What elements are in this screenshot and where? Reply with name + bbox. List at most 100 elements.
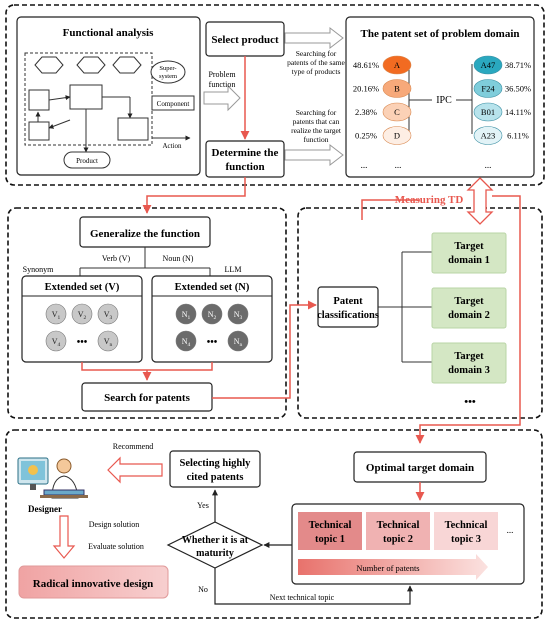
- word-label: N2: [208, 310, 217, 321]
- svg-text:Whether it is at: Whether it is at: [182, 535, 249, 546]
- svg-text:maturity: maturity: [196, 548, 234, 559]
- search-to-classification-arrow: [212, 300, 317, 399]
- ipc-class-node: [382, 126, 412, 145]
- ipc-class-node: [382, 55, 412, 75]
- technical-topic-box: [366, 512, 430, 550]
- target-domain-label: domain 2: [448, 310, 490, 321]
- bottom-section-frame: [5, 429, 543, 619]
- ipc-subclass-node: [473, 79, 503, 98]
- ipc-label: IPC: [436, 95, 452, 106]
- ipc-subclass-label: A23: [481, 131, 496, 141]
- ipc-subclass-percent: 36.50%: [505, 84, 531, 94]
- svg-text:Problem: Problem: [208, 70, 236, 79]
- word-node: [97, 330, 119, 352]
- functional-analysis-title: Functional analysis: [63, 27, 154, 39]
- component-label: Component: [157, 100, 190, 108]
- svg-text:Generalize the function: Generalize the function: [90, 228, 200, 240]
- ipc-subclass-percent: 14.11%: [505, 107, 531, 117]
- target-domain-label: domain 3: [448, 365, 490, 376]
- search-patents-box: Search for patents: [81, 382, 213, 412]
- word-label: N1: [182, 310, 191, 321]
- svg-text:type of products: type of products: [292, 67, 341, 76]
- hollow-arrow: [284, 143, 344, 167]
- ipc-subclass-node: [473, 55, 503, 75]
- technical-topic-label: Technical: [377, 520, 420, 531]
- technical-topic-box: [298, 512, 362, 550]
- technical-topic-label: topic 1: [315, 534, 345, 545]
- ellipsis: ...: [395, 160, 402, 170]
- topic-more: ...: [507, 525, 514, 535]
- svg-text:realize the target: realize the target: [291, 126, 342, 135]
- select-product-box: Select product: [205, 21, 285, 57]
- ipc-class-percent: 2.38%: [355, 107, 377, 117]
- functional-analysis-panel: Functional analysis Super- system Compon…: [16, 16, 201, 176]
- svg-text:patents that can: patents that can: [293, 117, 340, 126]
- patent-set-title: The patent set of problem domain: [361, 28, 520, 40]
- target-domain-label: domain 1: [448, 255, 490, 266]
- svg-text:Select product: Select product: [211, 34, 279, 46]
- recommend-arrow: [107, 456, 163, 484]
- number-of-patents-arrow: [298, 554, 488, 580]
- ipc-subclass-label: A47: [481, 60, 496, 70]
- llm-label: LLM: [225, 265, 242, 274]
- product-label: Product: [76, 157, 98, 165]
- ipc-class-percent: 0.25%: [355, 131, 377, 141]
- svg-text:cited patents: cited patents: [187, 472, 244, 483]
- optimal-domain-box: Optimal target domain: [353, 451, 487, 483]
- ipc-class-label: A: [394, 60, 401, 70]
- target-domain-label: Target: [454, 296, 484, 307]
- svg-text:function: function: [209, 80, 236, 89]
- no-label: No: [198, 585, 208, 594]
- patent-classifications-box: Patent classifications: [317, 286, 379, 328]
- design-solution-arrow: [52, 515, 76, 559]
- word-label: V3: [104, 310, 113, 321]
- target-domain-box: [431, 287, 507, 329]
- synonym-label: Synonym: [23, 265, 54, 274]
- word-node: [227, 330, 249, 352]
- radical-design-box: Radical innovative design: [18, 565, 169, 599]
- technical-topic-label: topic 2: [383, 534, 413, 545]
- hexagon-shape: [112, 56, 142, 74]
- word-node: [97, 303, 119, 325]
- word-node: [45, 303, 67, 325]
- design-solution-label: Design solution: [89, 520, 139, 529]
- target-domain-box: [431, 232, 507, 274]
- word-node: [175, 303, 197, 325]
- more-domains: •••: [464, 396, 476, 408]
- svg-text:Extended set (V): Extended set (V): [45, 282, 120, 293]
- svg-text:Radical innovative design: Radical innovative design: [33, 578, 153, 590]
- measuring-td-line: [361, 199, 420, 220]
- svg-text:classifications: classifications: [317, 310, 379, 321]
- recommend-label: Recommend: [113, 442, 153, 451]
- designer-icon: [17, 457, 88, 499]
- technical-topic-box: [434, 512, 498, 550]
- hollow-arrow: [284, 26, 344, 50]
- super-system-label: system: [159, 73, 177, 80]
- word-node: [45, 330, 67, 352]
- ipc-class-label: C: [394, 107, 400, 117]
- sets-to-search-arrow: [81, 362, 213, 380]
- search-note-1: Searching for patents of the same type o…: [287, 49, 345, 76]
- ipc-class-percent: 48.61%: [353, 60, 379, 70]
- verb-label: Verb (V): [102, 254, 131, 263]
- number-of-patents-label: Number of patents: [356, 563, 419, 573]
- determine-function-box: Determine the function: [205, 140, 285, 178]
- word-label: N3: [234, 310, 243, 321]
- ipc-subclass-percent: 38.71%: [505, 60, 531, 70]
- ipc-subclass-label: B01: [481, 107, 495, 117]
- top-section-frame: [5, 4, 545, 186]
- super-system-label: Super-: [159, 65, 176, 72]
- more-indicator: •••: [77, 337, 88, 348]
- word-label: V1: [52, 310, 61, 321]
- problem-function-arrow: Problem function: [203, 70, 241, 112]
- determine-to-generalize-arrow: [142, 177, 246, 214]
- generalize-box: Generalize the function: [79, 216, 211, 248]
- designer-label: Designer: [28, 504, 62, 514]
- svg-text:Searching for: Searching for: [296, 108, 337, 117]
- word-label: V2: [78, 310, 87, 321]
- word-node: [227, 303, 249, 325]
- next-topic-arrow: [214, 568, 413, 605]
